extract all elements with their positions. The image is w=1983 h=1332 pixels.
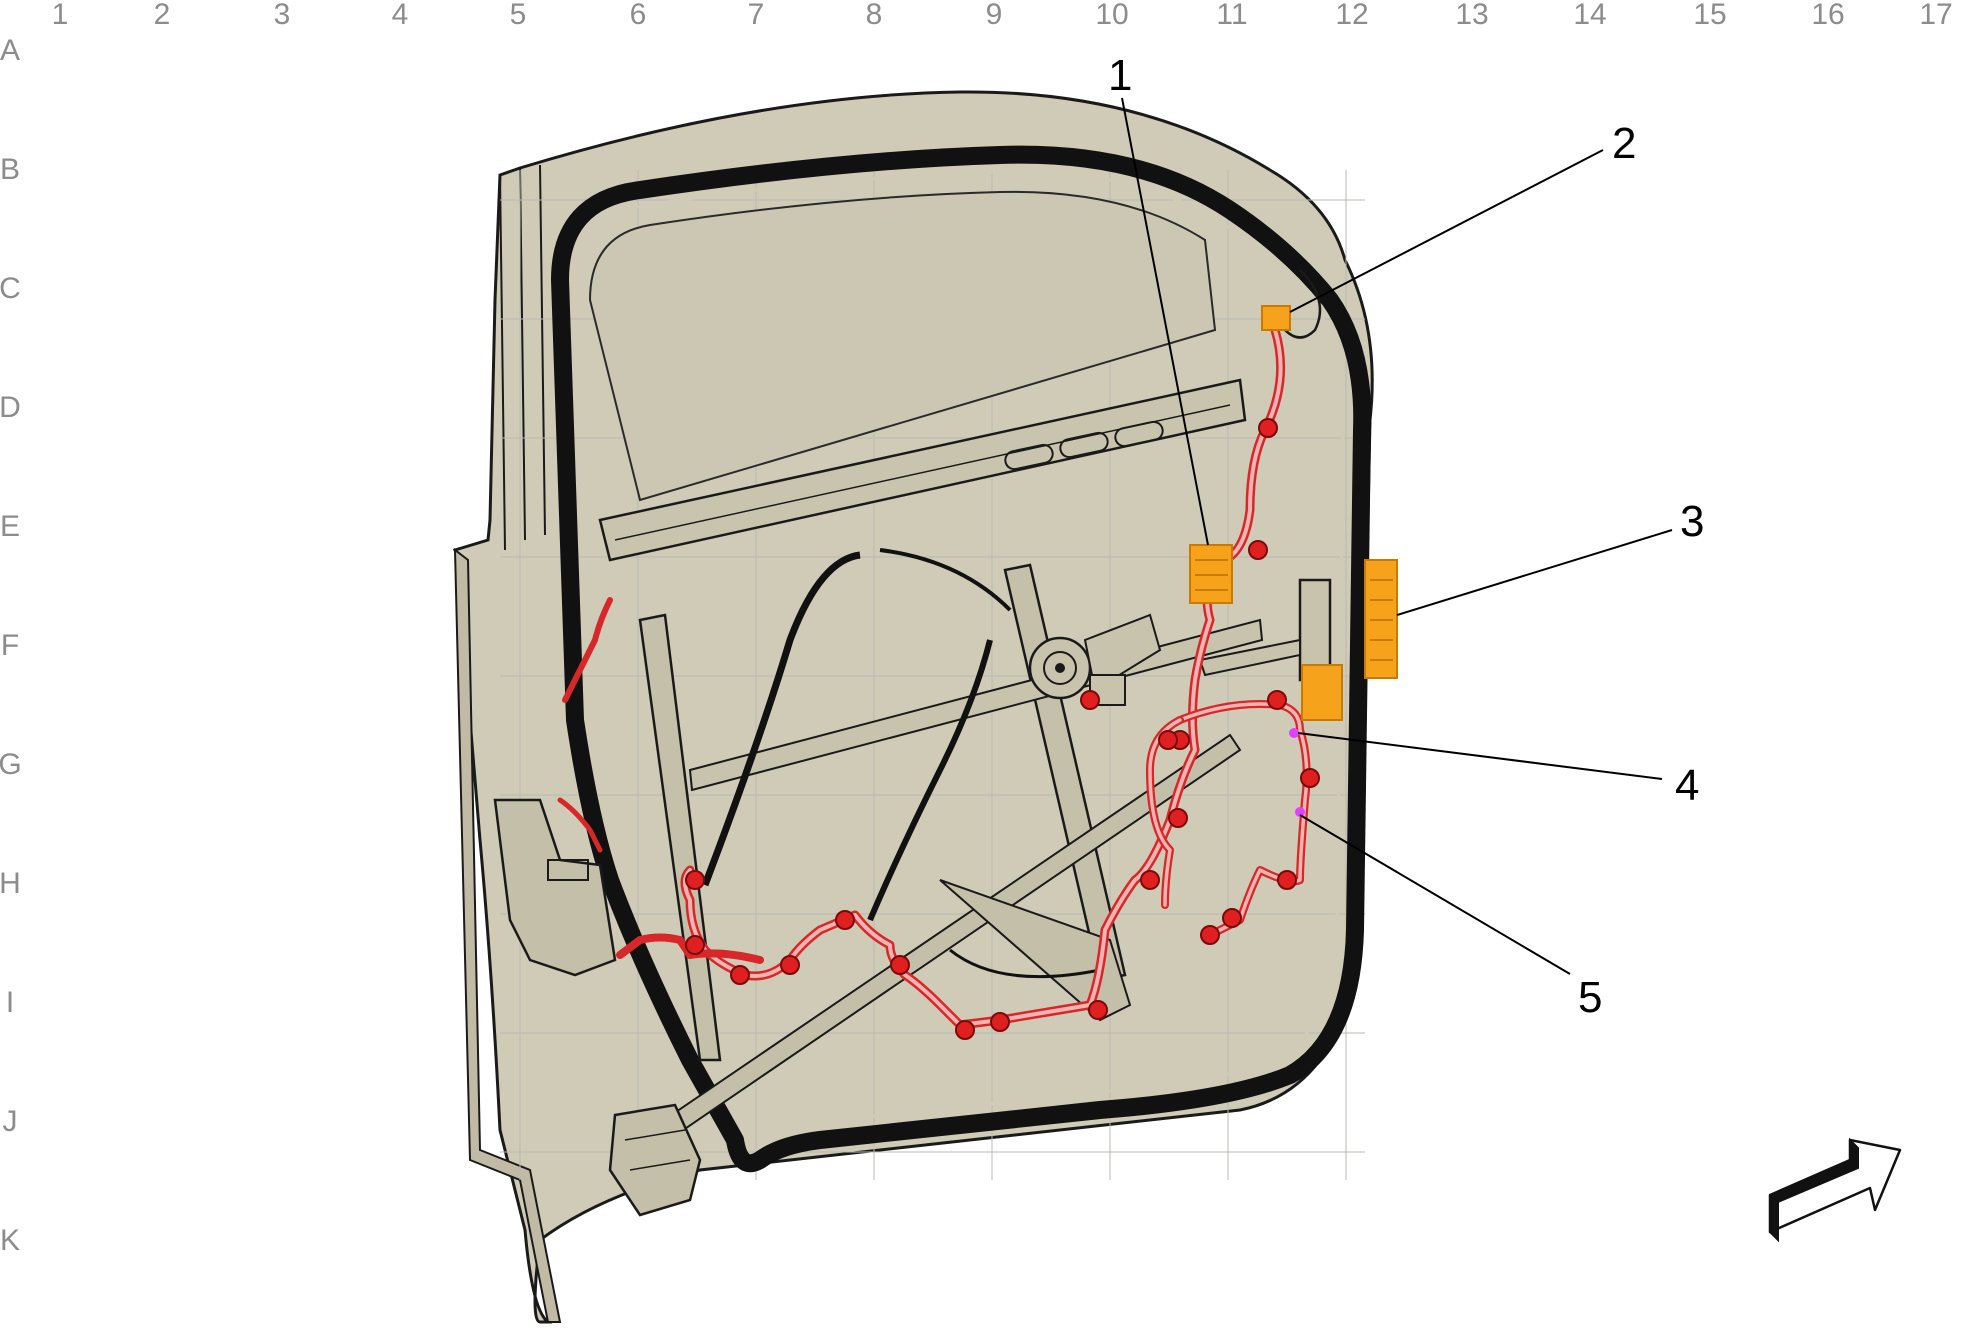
harness-clips (685, 418, 1320, 1040)
grid-row-label: I (6, 986, 14, 1019)
door-seal (551, 145, 1372, 1173)
grid-row-label: B (0, 153, 20, 186)
callout-leaders (1121, 97, 1673, 975)
grid-row-label: K (0, 1224, 20, 1257)
grid-column-label: 10 (1095, 0, 1128, 31)
harness-clip (835, 910, 855, 930)
door-latch (1198, 269, 1332, 682)
harness-clip (1140, 870, 1160, 890)
grid-row-label: D (0, 391, 21, 424)
grid-row-label: E (0, 510, 20, 543)
callout-1: 1 (1108, 51, 1132, 100)
grid-column-label: 15 (1693, 0, 1726, 31)
grid-column-label: 3 (274, 0, 291, 31)
grid-column-label: 7 (748, 0, 765, 31)
harness-clip (1088, 1000, 1108, 1020)
grid-column-label: 13 (1455, 0, 1488, 31)
harness-clip (780, 955, 800, 975)
grid-row-labels: ABCDEFGHIJKL (0, 34, 22, 1257)
grid-row-label: H (0, 867, 21, 900)
grid-row-label: J (3, 1105, 18, 1138)
grid-column-label: 1 (52, 0, 69, 31)
harness-clip-lower (1295, 807, 1305, 817)
grid-row-label: C (0, 272, 21, 305)
callout-4: 4 (1675, 761, 1699, 810)
grid-column-label: 12 (1335, 0, 1368, 31)
grid-column-label: 5 (510, 0, 527, 31)
harness-clip (730, 965, 750, 985)
grid-column-label: 11 (1216, 0, 1247, 31)
grid-column-label: 14 (1573, 0, 1606, 31)
grid-column-label: 4 (392, 0, 409, 31)
callout-2: 2 (1612, 119, 1636, 168)
grid-row-label: A (0, 34, 20, 67)
grid-column-label: 2 (154, 0, 171, 31)
grid-column-label: 16 (1811, 0, 1844, 31)
edge-connector (1301, 559, 1398, 721)
harness-clip (685, 935, 705, 955)
window-regulator-connector (1189, 544, 1233, 604)
belt-reinforcement (598, 378, 1247, 562)
callout-5: 5 (1578, 973, 1602, 1022)
harness-clip (1200, 925, 1220, 945)
harness-clip (1267, 690, 1287, 710)
upper-hinge-connector (1261, 305, 1291, 331)
harness-clip (955, 1020, 975, 1040)
harness-clip (1300, 768, 1320, 788)
window-glass-area (588, 190, 1217, 502)
direction-arrow-icon (1768, 1137, 1902, 1243)
harness-clip (1080, 690, 1100, 710)
regulator-motor (1028, 613, 1162, 706)
grid-column-label: 6 (630, 0, 647, 31)
harness-clip (1277, 870, 1297, 890)
harness-clip (1168, 808, 1188, 828)
grid-row-label: F (1, 629, 19, 662)
harness-clip (990, 1012, 1010, 1032)
harness-clip (890, 955, 910, 975)
grid-column-label: 9 (986, 0, 1003, 31)
harness-clip (1222, 908, 1242, 928)
grid-row-label: G (0, 748, 22, 781)
harness-clip (685, 870, 705, 890)
grid-column-label: 17 (1919, 0, 1952, 31)
grid-column-label: 8 (866, 0, 883, 31)
callout-3: 3 (1680, 497, 1704, 546)
harness-clip (1248, 540, 1268, 560)
harness-clip (1258, 418, 1278, 438)
hinge-side-bracket (493, 798, 617, 977)
harness-clip-upper (1289, 728, 1299, 738)
harness-clip (1158, 730, 1178, 750)
lower-bracket (608, 1103, 702, 1217)
